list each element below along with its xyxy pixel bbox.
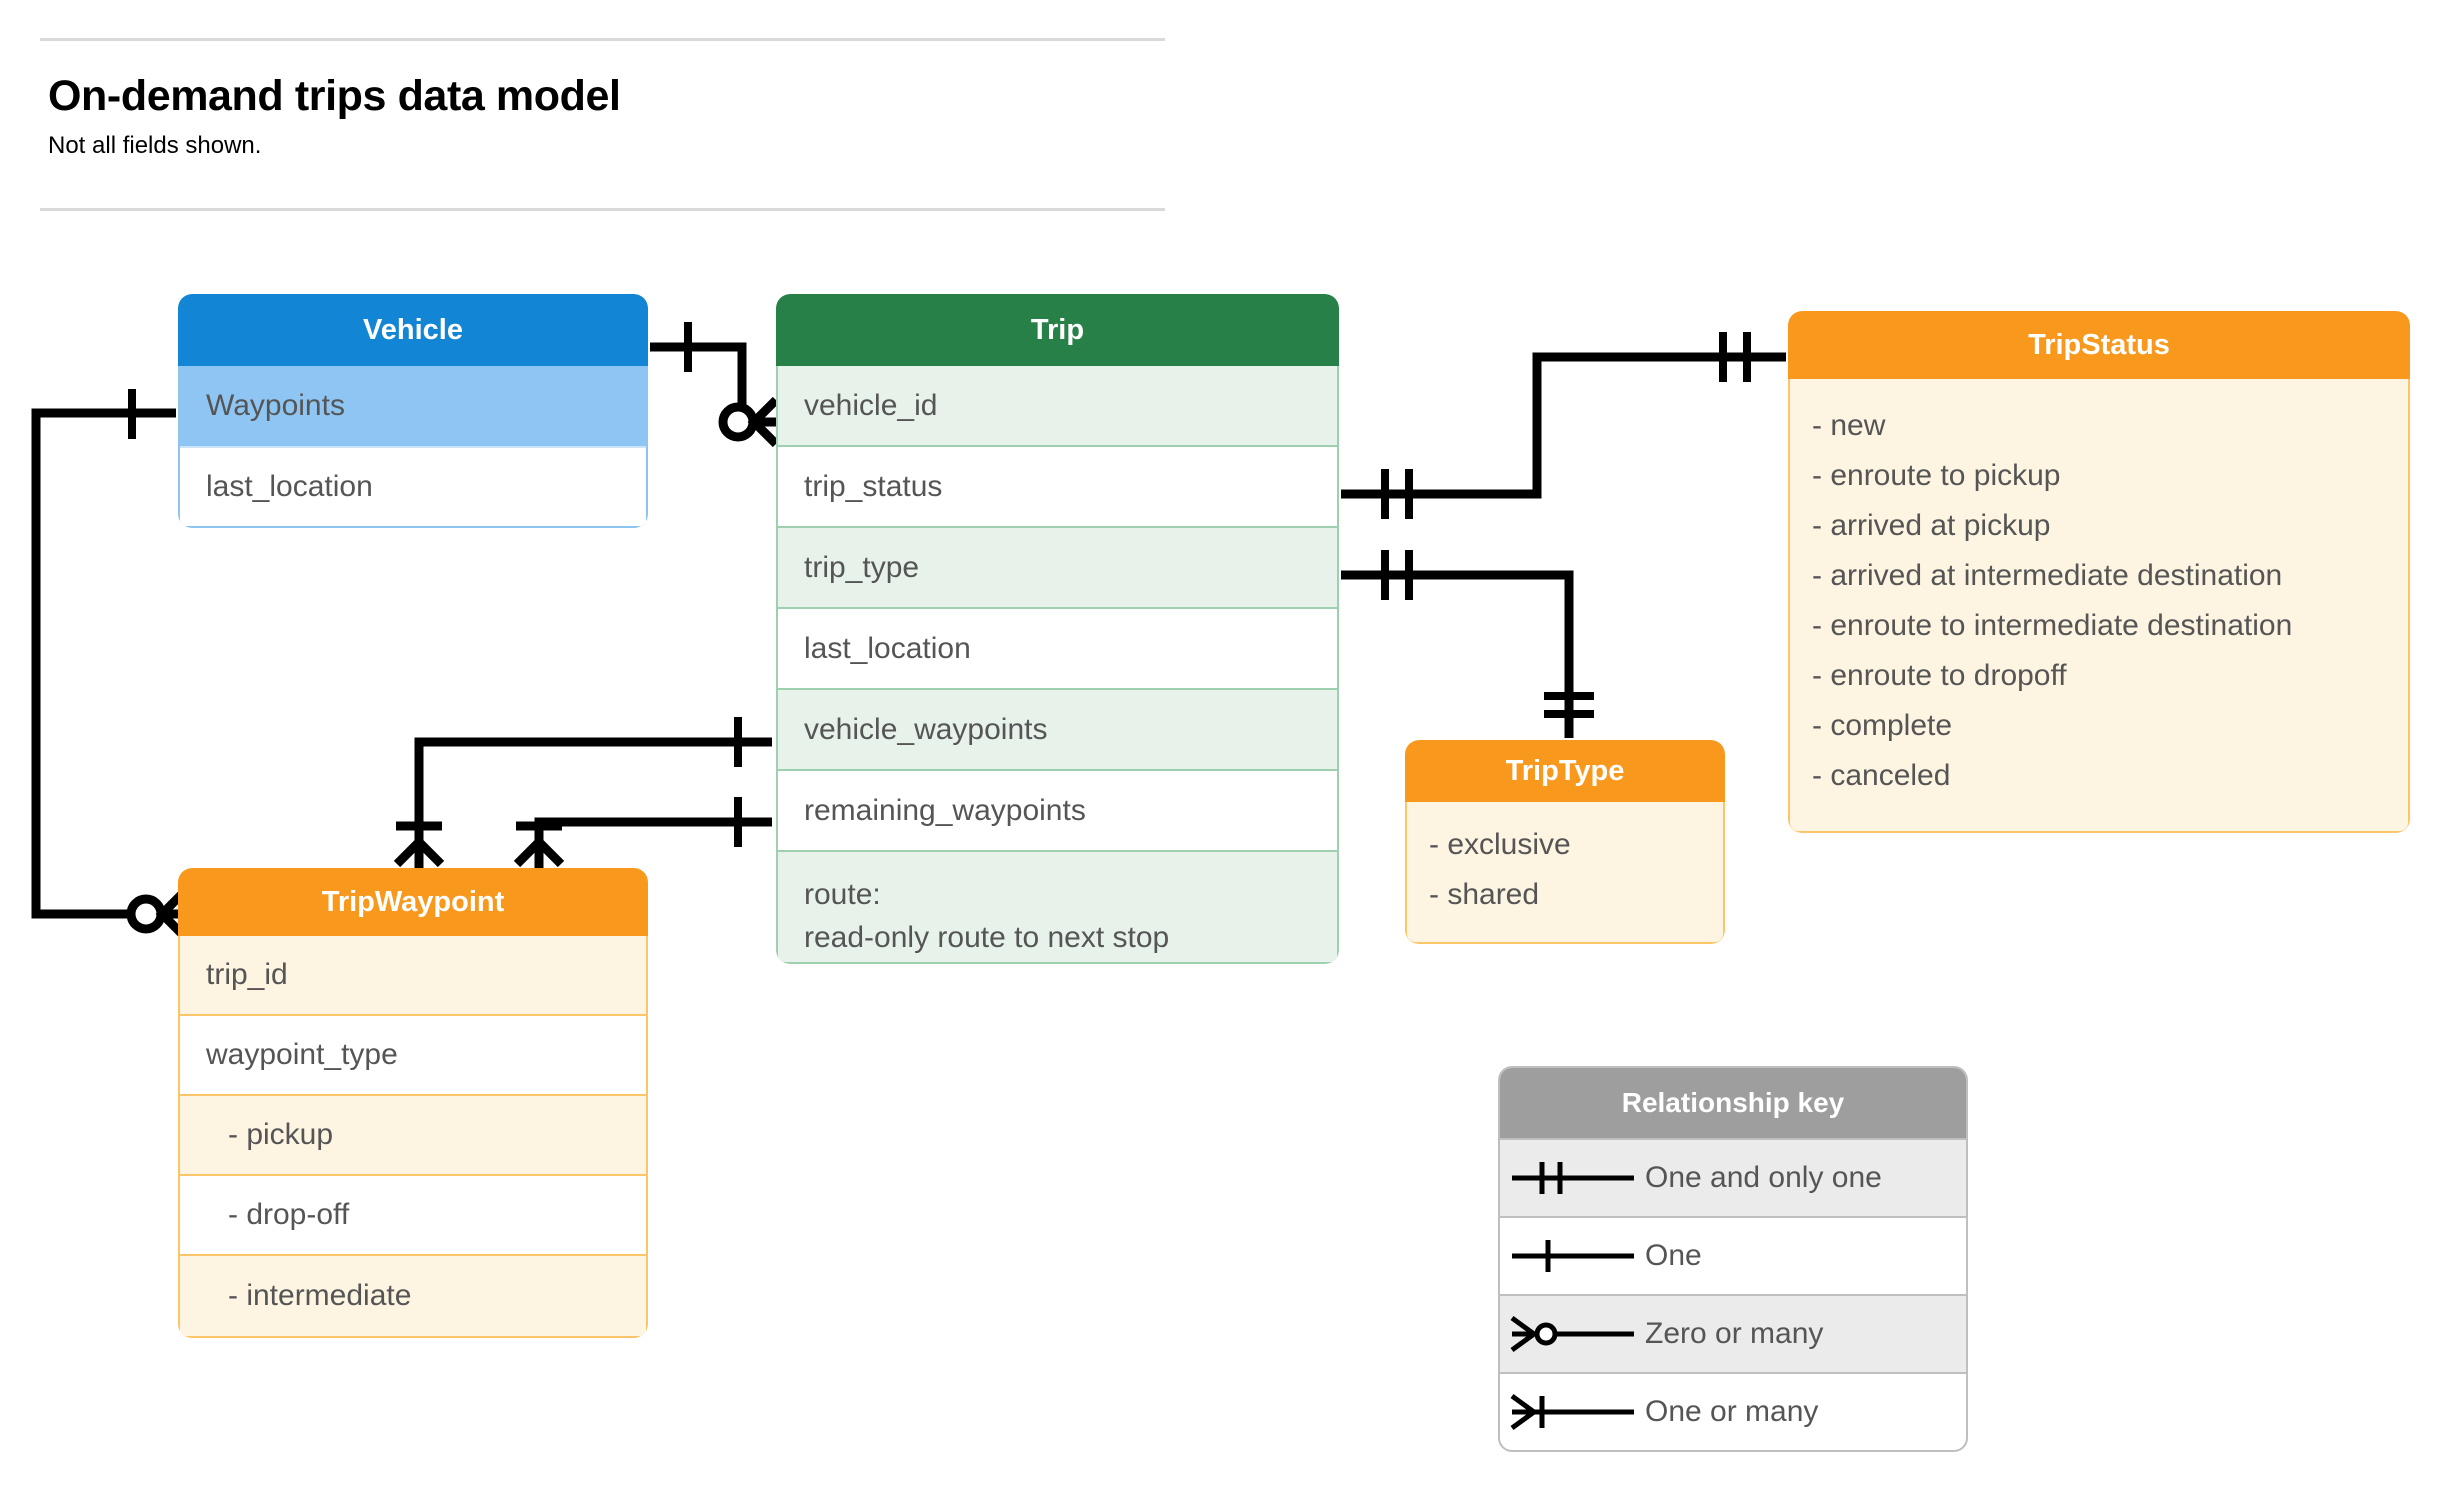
value-waypoint-type-pickup: - pickup bbox=[180, 1096, 646, 1176]
value-waypoint-type-intermediate: - intermediate bbox=[180, 1256, 646, 1336]
one-or-many-icon bbox=[1500, 1388, 1645, 1436]
entity-trip-status[interactable]: TripStatus - new - enroute to pickup - a… bbox=[1788, 311, 2410, 833]
value-trip-status-enroute-dropoff: - enroute to dropoff bbox=[1812, 659, 2067, 692]
legend-label-zero-or-many: Zero or many bbox=[1645, 1317, 1824, 1350]
field-trip-vehicle-id[interactable]: vehicle_id bbox=[778, 366, 1337, 447]
field-trip-last-location[interactable]: last_location bbox=[778, 609, 1337, 690]
one-icon bbox=[1500, 1232, 1645, 1280]
entity-trip-type[interactable]: TripType - exclusive - shared bbox=[1405, 740, 1725, 944]
entity-trip-type-values: - exclusive - shared bbox=[1405, 802, 1725, 944]
entity-vehicle-fields: Waypoints last_location bbox=[178, 366, 648, 528]
entity-trip-status-values: - new - enroute to pickup - arrived at p… bbox=[1788, 379, 2410, 833]
legend-row-one-and-only-one: One and only one bbox=[1500, 1138, 1966, 1216]
field-trip-trip-type[interactable]: trip_type bbox=[778, 528, 1337, 609]
entity-vehicle-title: Vehicle bbox=[178, 294, 648, 366]
legend-row-one: One bbox=[1500, 1216, 1966, 1294]
field-vehicle-waypoints[interactable]: Waypoints bbox=[180, 366, 646, 446]
value-trip-status-enroute-pickup: - enroute to pickup bbox=[1812, 459, 2061, 492]
zero-or-many-icon bbox=[1500, 1310, 1645, 1358]
field-trip-trip-status[interactable]: trip_status bbox=[778, 447, 1337, 528]
value-trip-type-shared: - shared bbox=[1429, 878, 1540, 911]
header-divider-bottom bbox=[40, 208, 1165, 211]
entity-trip[interactable]: Trip vehicle_id trip_status trip_type la… bbox=[776, 294, 1339, 964]
value-trip-status-arrived-pickup: - arrived at pickup bbox=[1812, 509, 2051, 542]
entity-trip-type-title: TripType bbox=[1405, 740, 1725, 802]
entity-trip-fields: vehicle_id trip_status trip_type last_lo… bbox=[776, 366, 1339, 964]
field-trip-remaining-waypoints[interactable]: remaining_waypoints bbox=[778, 771, 1337, 852]
field-trip-route[interactable]: route: read-only route to next stop bbox=[778, 852, 1337, 962]
field-trip-waypoint-waypoint-type[interactable]: waypoint_type bbox=[180, 1016, 646, 1096]
relationship-key-title: Relationship key bbox=[1500, 1068, 1966, 1138]
legend-row-zero-or-many: Zero or many bbox=[1500, 1294, 1966, 1372]
value-waypoint-type-drop-off: - drop-off bbox=[180, 1176, 646, 1256]
field-trip-route-label: route: bbox=[804, 878, 881, 911]
page-title: On-demand trips data model bbox=[48, 72, 621, 120]
field-trip-route-description: read-only route to next stop bbox=[804, 920, 1170, 954]
relationship-key: Relationship key One and only one bbox=[1498, 1066, 1968, 1452]
value-trip-status-enroute-intermediate: - enroute to intermediate destination bbox=[1812, 609, 2293, 642]
value-trip-status-complete: - complete bbox=[1812, 709, 1953, 742]
entity-trip-title: Trip bbox=[776, 294, 1339, 366]
page-subtitle: Not all fields shown. bbox=[48, 132, 262, 159]
value-trip-status-canceled: - canceled bbox=[1812, 759, 1951, 792]
value-trip-type-exclusive: - exclusive bbox=[1429, 828, 1571, 861]
entity-trip-waypoint[interactable]: TripWaypoint trip_id waypoint_type - pic… bbox=[178, 868, 648, 1338]
legend-row-one-or-many: One or many bbox=[1500, 1372, 1966, 1450]
legend-label-one-and-only-one: One and only one bbox=[1645, 1161, 1882, 1194]
entity-trip-status-title: TripStatus bbox=[1788, 311, 2410, 379]
entity-vehicle[interactable]: Vehicle Waypoints last_location bbox=[178, 294, 648, 528]
field-trip-vehicle-waypoints[interactable]: vehicle_waypoints bbox=[778, 690, 1337, 771]
value-trip-status-new: - new bbox=[1812, 409, 1886, 442]
legend-label-one: One bbox=[1645, 1239, 1702, 1272]
field-trip-waypoint-trip-id[interactable]: trip_id bbox=[180, 936, 646, 1016]
entity-trip-waypoint-fields: trip_id waypoint_type - pickup - drop-of… bbox=[178, 936, 648, 1338]
field-vehicle-last-location[interactable]: last_location bbox=[180, 446, 646, 526]
one-and-only-one-icon bbox=[1500, 1154, 1645, 1202]
entity-trip-waypoint-title: TripWaypoint bbox=[178, 868, 648, 936]
legend-label-one-or-many: One or many bbox=[1645, 1395, 1819, 1428]
value-trip-status-arrived-intermediate: - arrived at intermediate destination bbox=[1812, 559, 2283, 592]
header-divider-top bbox=[40, 38, 1165, 41]
